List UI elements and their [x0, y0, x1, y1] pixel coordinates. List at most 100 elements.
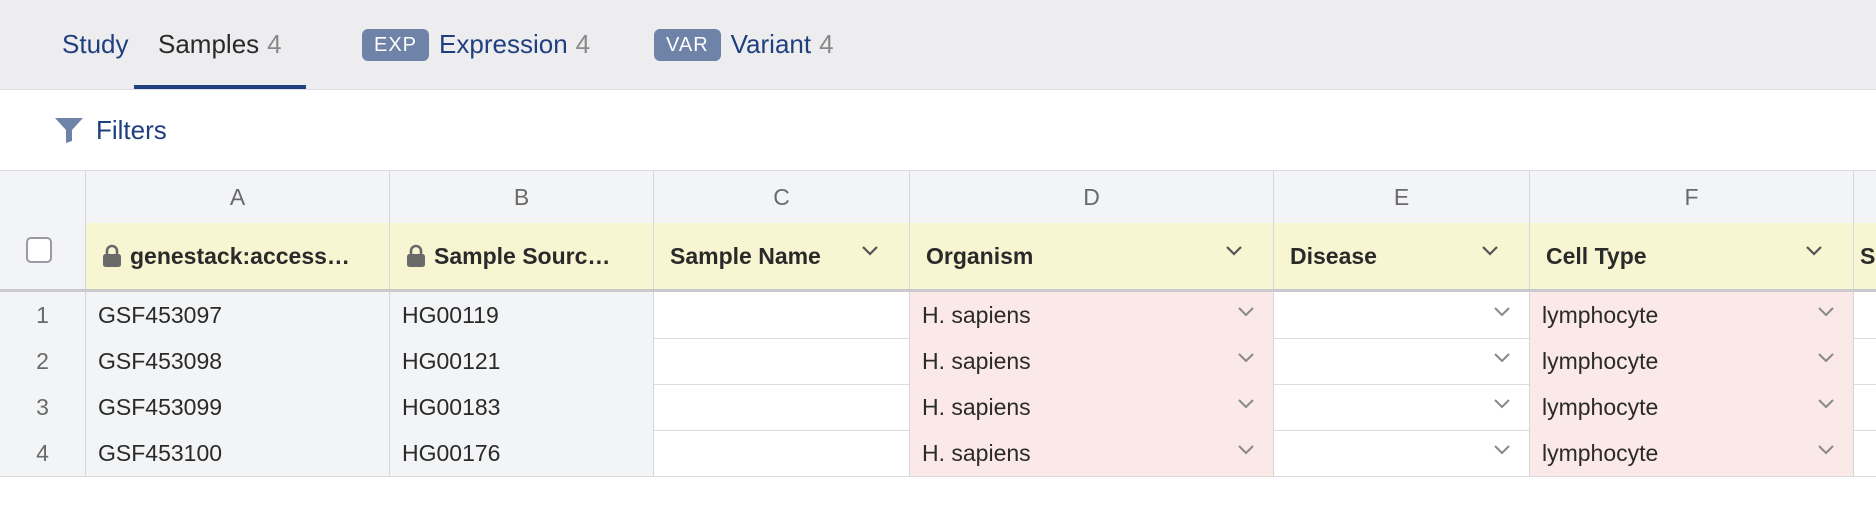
cell-next-column[interactable]	[1854, 430, 1876, 476]
cell-cell-type[interactable]: lymphocyte	[1530, 292, 1854, 338]
chevron-down-icon[interactable]	[1237, 306, 1255, 318]
lock-icon	[407, 244, 425, 267]
cell-organism[interactable]: H. sapiens	[910, 384, 1274, 430]
cell-organism-value: H. sapiens	[922, 439, 1031, 466]
filter-bar: Filters	[0, 90, 1876, 171]
cell-accession[interactable]: GSF453098	[86, 338, 390, 384]
chevron-down-icon[interactable]	[1237, 352, 1255, 364]
cell-organism[interactable]: H. sapiens	[910, 430, 1274, 476]
cell-sample-name[interactable]	[654, 384, 910, 430]
column-letter-f[interactable]: F	[1530, 171, 1854, 223]
header-next-column[interactable]: S	[1854, 223, 1876, 289]
header-accession[interactable]: genestack:access…	[86, 223, 390, 289]
header-organism[interactable]: Organism	[910, 223, 1274, 289]
column-header-row: genestack:access… Sample Sourc… Sample N…	[0, 223, 1876, 292]
row-number: 4	[0, 430, 86, 476]
corner-cell	[0, 171, 86, 223]
header-cell-type[interactable]: Cell Type	[1530, 223, 1854, 289]
samples-table: A B C D E F genestack:access… Sample Sou…	[0, 171, 1876, 477]
chevron-down-icon[interactable]	[1817, 444, 1835, 456]
cell-sample-name[interactable]	[654, 292, 910, 338]
tab-bar: Study Samples 4 EXP Expression 4 VAR Var…	[0, 0, 1876, 90]
chevron-down-icon[interactable]	[1817, 306, 1835, 318]
header-accession-label: genestack:access…	[130, 242, 350, 269]
exp-badge: EXP	[362, 28, 430, 61]
tab-expression[interactable]: EXP Expression 4	[362, 0, 590, 89]
header-cell-type-label: Cell Type	[1546, 242, 1647, 269]
tab-variant-count: 4	[819, 29, 834, 59]
cell-sample-name[interactable]	[654, 430, 910, 476]
tab-variant-label: Variant	[730, 29, 812, 59]
cell-accession[interactable]: GSF453099	[86, 384, 390, 430]
chevron-down-icon[interactable]	[1237, 444, 1255, 456]
column-letters-row: A B C D E F	[0, 171, 1876, 224]
chevron-down-icon[interactable]	[1817, 398, 1835, 410]
cell-accession[interactable]: GSF453100	[86, 430, 390, 476]
tab-samples-count: 4	[267, 29, 282, 59]
header-disease[interactable]: Disease	[1274, 223, 1530, 289]
cell-organism[interactable]: H. sapiens	[910, 292, 1274, 338]
chevron-down-icon[interactable]	[1493, 444, 1511, 456]
header-sample-name-label: Sample Name	[670, 242, 821, 269]
cell-cell-type[interactable]: lymphocyte	[1530, 338, 1854, 384]
cell-cell-type[interactable]: lymphocyte	[1530, 430, 1854, 476]
tab-expression-count: 4	[575, 29, 591, 59]
tab-study[interactable]: Study	[62, 0, 129, 89]
cell-cell-type-value: lymphocyte	[1542, 301, 1659, 328]
cell-accession[interactable]: GSF453097	[86, 292, 390, 338]
column-letter-a[interactable]: A	[86, 171, 390, 223]
lock-icon	[103, 244, 121, 267]
row-number: 1	[0, 292, 86, 338]
cell-next-column[interactable]	[1854, 292, 1876, 338]
cell-disease[interactable]	[1274, 292, 1530, 338]
header-next-column-label: S	[1860, 242, 1876, 269]
cell-sample-source[interactable]: HG00121	[390, 338, 654, 384]
chevron-down-icon[interactable]	[1237, 398, 1255, 410]
chevron-down-icon[interactable]	[1493, 398, 1511, 410]
column-letter-b[interactable]: B	[390, 171, 654, 223]
cell-sample-source[interactable]: HG00176	[390, 430, 654, 476]
cell-next-column[interactable]	[1854, 384, 1876, 430]
cell-organism[interactable]: H. sapiens	[910, 338, 1274, 384]
cell-disease[interactable]	[1274, 384, 1530, 430]
cell-next-column[interactable]	[1854, 338, 1876, 384]
header-sample-name[interactable]: Sample Name	[654, 223, 910, 289]
tab-variant[interactable]: VAR Variant 4	[654, 0, 834, 89]
header-disease-label: Disease	[1290, 242, 1377, 269]
column-letter-c[interactable]: C	[654, 171, 910, 223]
row-number: 3	[0, 384, 86, 430]
header-sample-source[interactable]: Sample Sourc…	[390, 223, 654, 289]
cell-organism-value: H. sapiens	[922, 393, 1031, 420]
cell-disease[interactable]	[1274, 430, 1530, 476]
cell-sample-source[interactable]: HG00119	[390, 292, 654, 338]
column-letter-d[interactable]: D	[910, 171, 1274, 223]
chevron-down-icon[interactable]	[1805, 245, 1823, 257]
column-letter-g[interactable]	[1854, 171, 1876, 223]
column-letter-e[interactable]: E	[1274, 171, 1530, 223]
tab-samples-label: Samples	[158, 29, 260, 59]
select-all-checkbox[interactable]	[26, 237, 52, 263]
select-all-cell	[0, 223, 86, 289]
cell-cell-type-value: lymphocyte	[1542, 439, 1659, 466]
cell-sample-source[interactable]: HG00183	[390, 384, 654, 430]
header-organism-label: Organism	[926, 242, 1034, 269]
cell-cell-type-value: lymphocyte	[1542, 393, 1659, 420]
tab-samples[interactable]: Samples 4	[134, 0, 306, 89]
cell-cell-type[interactable]: lymphocyte	[1530, 384, 1854, 430]
chevron-down-icon[interactable]	[861, 245, 879, 257]
cell-sample-name[interactable]	[654, 338, 910, 384]
chevron-down-icon[interactable]	[1493, 352, 1511, 364]
chevron-down-icon[interactable]	[1481, 245, 1499, 257]
filters-button[interactable]: Filters	[54, 90, 167, 170]
chevron-down-icon[interactable]	[1225, 245, 1243, 257]
cell-disease[interactable]	[1274, 338, 1530, 384]
chevron-down-icon[interactable]	[1493, 306, 1511, 318]
filters-label: Filters	[96, 114, 167, 145]
chevron-down-icon[interactable]	[1817, 352, 1835, 364]
row-number: 2	[0, 338, 86, 384]
cell-cell-type-value: lymphocyte	[1542, 347, 1659, 374]
